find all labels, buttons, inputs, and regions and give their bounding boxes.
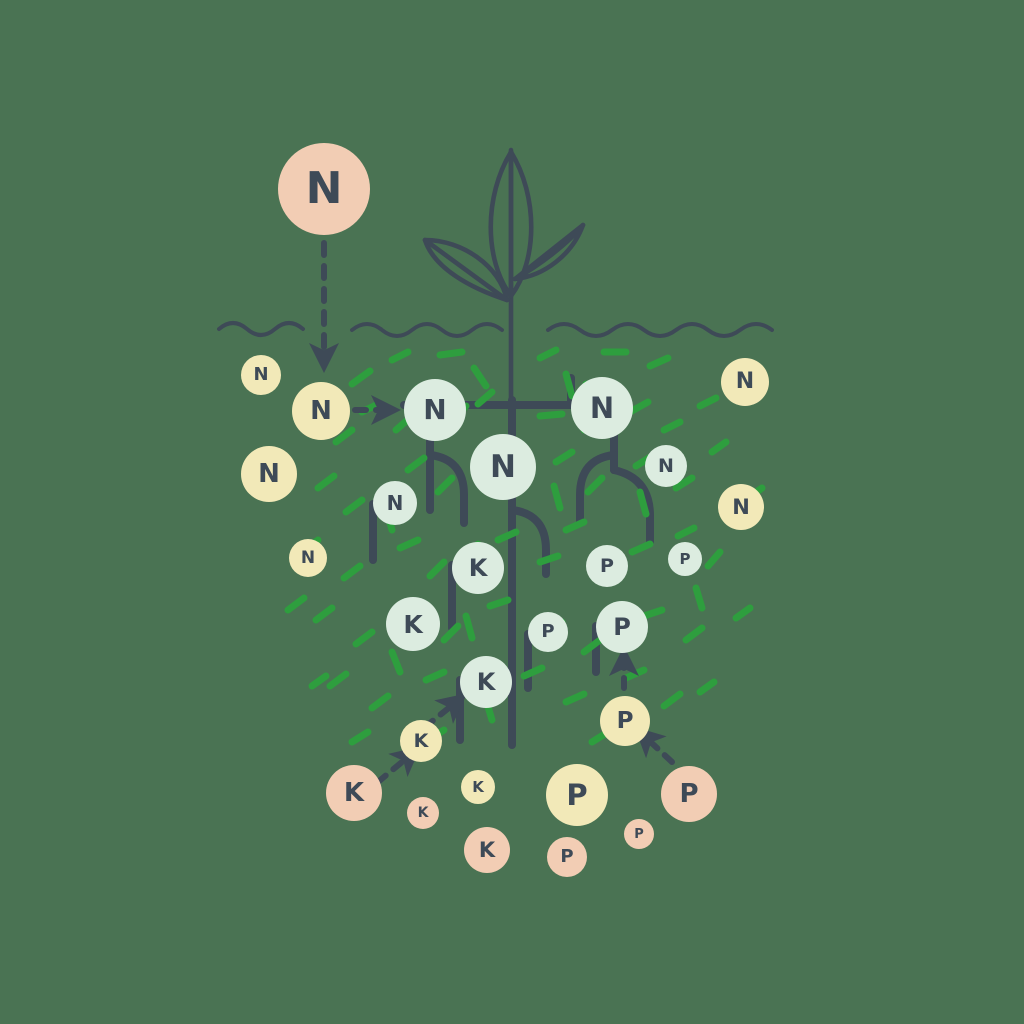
nutrient-node-n-n-source: N (278, 143, 370, 235)
nutrient-node-n-n-s3: N (241, 446, 297, 502)
left-leaf-vein (422, 237, 510, 303)
nutrient-node-p-p-r3: P (596, 601, 648, 653)
root-curve-left-1 (426, 451, 468, 527)
root-branch-mid (508, 506, 550, 578)
nutrient-node-n-n-r5: N (645, 445, 687, 487)
nutrient-node-p-p-r1: P (586, 545, 628, 587)
root-curve-right-2 (610, 466, 654, 546)
nutrient-node-k-k-r3: K (460, 656, 512, 708)
nutrient-node-p-p-s1: P (600, 696, 650, 746)
nutrient-node-n-n-r3: N (373, 481, 417, 525)
nutrient-node-n-n-e2: N (718, 484, 764, 530)
soil-surface-line (217, 321, 774, 338)
nutrient-node-n-n-s4: N (289, 539, 327, 577)
right-leaf-vein (512, 222, 586, 282)
nutrient-node-k-k-p3: K (464, 827, 510, 873)
nutrient-node-k-k-r2: K (386, 597, 440, 651)
nutrient-node-k-k-p2: K (407, 797, 439, 829)
nutrient-node-p-p-r2: P (528, 612, 568, 652)
nutrient-node-p-p-p1: P (661, 766, 717, 822)
nutrient-node-n-n-s1: N (241, 355, 281, 395)
nutrient-node-k-k-s2: K (461, 770, 495, 804)
plant-seedling (422, 147, 586, 403)
nutrient-node-k-k-r1: K (452, 542, 504, 594)
nutrient-node-p-p-s2: P (546, 764, 608, 826)
nutrient-node-n-n-r2: N (470, 434, 536, 500)
nutrient-node-n-n-e1: N (721, 358, 769, 406)
nutrient-node-n-n-r4: N (571, 377, 633, 439)
nutrient-node-n-n-r1: N (404, 379, 466, 441)
nutrient-node-k-k-p1: K (326, 765, 382, 821)
nutrient-node-p-p-e1: P (668, 542, 702, 576)
root-curve-right-1 (576, 451, 618, 527)
arrow-p-uptake-2 (634, 726, 675, 765)
nutrient-node-p-p-p2: P (547, 837, 587, 877)
nutrient-node-n-n-s2: N (292, 382, 350, 440)
nutrient-node-k-k-s1: K (400, 720, 442, 762)
nutrient-node-p-p-p3: P (624, 819, 654, 849)
